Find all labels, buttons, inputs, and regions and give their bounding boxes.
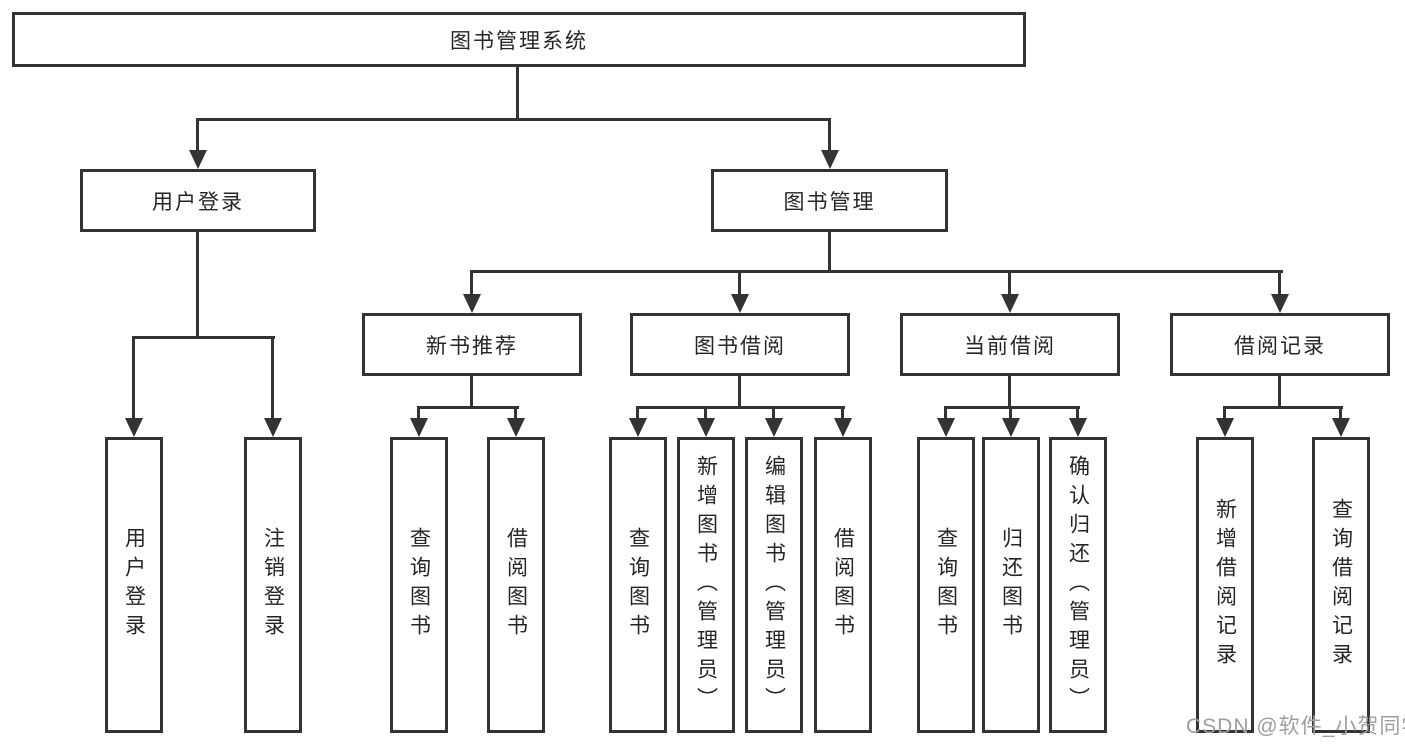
connector-line <box>196 118 199 152</box>
connector-line <box>1223 406 1343 409</box>
node-book-borrow-label: 图书借阅 <box>694 334 786 358</box>
arrowhead-icon <box>125 418 143 437</box>
node-current-borrow-label: 当前借阅 <box>964 334 1056 358</box>
node-new-books-label: 新书推荐 <box>426 334 518 358</box>
leaf-borrow-edit-admin: 编辑图书（管理员） <box>745 437 803 733</box>
arrowhead-icon <box>410 418 428 437</box>
leaf-label: 新增图书（管理员） <box>694 454 718 716</box>
csdn-watermark: CSDN @软件_小贺同学 <box>1186 715 1405 738</box>
connector-line <box>1076 406 1079 420</box>
leaf-borrow-query: 查询图书 <box>609 437 667 733</box>
leaf-label: 确认归还（管理员） <box>1066 454 1090 716</box>
node-book-mgmt: 图书管理 <box>711 169 948 232</box>
node-borrow-records: 借阅记录 <box>1170 313 1390 376</box>
leaf-label: 查询借阅记录 <box>1329 498 1353 672</box>
connector-line <box>132 336 135 420</box>
leaf-label: 用户登录 <box>122 527 146 643</box>
leaf-logout: 注销登录 <box>244 437 302 733</box>
connector-line <box>470 376 473 409</box>
leaf-newbooks-query: 查询图书 <box>390 437 448 733</box>
connector-line <box>271 336 274 420</box>
arrowhead-icon <box>937 418 955 437</box>
connector-line <box>470 270 1283 273</box>
leaf-records-add: 新增借阅记录 <box>1196 437 1254 733</box>
connector-line <box>704 406 707 420</box>
arrowhead-icon <box>463 294 481 313</box>
arrowhead-icon <box>765 418 783 437</box>
arrowhead-icon <box>697 418 715 437</box>
leaf-newbooks-borrow: 借阅图书 <box>487 437 545 733</box>
connector-line <box>196 118 831 121</box>
connector-line <box>636 406 845 409</box>
arrowhead-icon <box>1332 418 1350 437</box>
connector-line <box>1223 406 1226 420</box>
arrowhead-icon <box>1001 294 1019 313</box>
leaf-label: 注销登录 <box>261 527 285 643</box>
node-current-borrow: 当前借阅 <box>900 313 1120 376</box>
connector-line <box>738 270 741 296</box>
node-user-login-label: 用户登录 <box>152 190 244 214</box>
connector-line <box>1278 270 1281 296</box>
connector-line <box>828 118 831 152</box>
connector-line <box>944 406 1080 409</box>
node-user-login: 用户登录 <box>80 169 316 232</box>
leaf-borrow-add-admin: 新增图书（管理员） <box>677 437 735 733</box>
connector-line <box>772 406 775 420</box>
leaf-label: 查询图书 <box>626 527 650 643</box>
arrowhead-icon <box>189 150 207 169</box>
connector-line <box>1278 376 1281 409</box>
leaf-current-return: 归还图书 <box>982 437 1040 733</box>
leaf-label: 新增借阅记录 <box>1213 498 1237 672</box>
leaf-user-login: 用户登录 <box>105 437 163 733</box>
arrowhead-icon <box>821 150 839 169</box>
node-book-mgmt-label: 图书管理 <box>783 190 876 214</box>
arrowhead-icon <box>1216 418 1234 437</box>
arrowhead-icon <box>1002 418 1020 437</box>
arrowhead-icon <box>1069 418 1087 437</box>
arrowhead-icon <box>507 418 525 437</box>
connector-line <box>470 270 473 296</box>
leaf-label: 借阅图书 <box>504 527 528 643</box>
connector-line <box>1008 376 1011 409</box>
connector-line <box>636 406 639 420</box>
leaf-label: 归还图书 <box>999 527 1023 643</box>
connector-line <box>841 406 844 420</box>
connector-line <box>944 406 947 420</box>
arrowhead-icon <box>731 294 749 313</box>
node-new-books: 新书推荐 <box>362 313 582 376</box>
connector-line <box>1339 406 1342 420</box>
connector-line <box>516 67 519 120</box>
leaf-current-query: 查询图书 <box>917 437 975 733</box>
node-root-label: 图书管理系统 <box>450 29 588 53</box>
node-borrow-records-label: 借阅记录 <box>1234 334 1326 358</box>
leaf-label: 查询图书 <box>407 527 431 643</box>
connector-line <box>417 406 519 409</box>
leaf-label: 查询图书 <box>934 527 958 643</box>
leaf-records-query: 查询借阅记录 <box>1312 437 1370 733</box>
arrowhead-icon <box>264 418 282 437</box>
leaf-current-confirm-admin: 确认归还（管理员） <box>1049 437 1107 733</box>
connector-line <box>1008 270 1011 296</box>
connector-line <box>1009 406 1012 420</box>
connector-line <box>828 232 831 273</box>
leaf-label: 编辑图书（管理员） <box>762 454 786 716</box>
connector-line <box>417 406 420 420</box>
leaf-borrow-borrow: 借阅图书 <box>814 437 872 733</box>
node-book-borrow: 图书借阅 <box>630 313 850 376</box>
connector-line <box>196 232 199 338</box>
connector-line <box>132 336 275 339</box>
arrowhead-icon <box>1271 294 1289 313</box>
connector-line <box>738 376 741 409</box>
node-root: 图书管理系统 <box>12 12 1026 67</box>
connector-line <box>514 406 517 420</box>
arrowhead-icon <box>629 418 647 437</box>
leaf-label: 借阅图书 <box>831 527 855 643</box>
arrowhead-icon <box>834 418 852 437</box>
